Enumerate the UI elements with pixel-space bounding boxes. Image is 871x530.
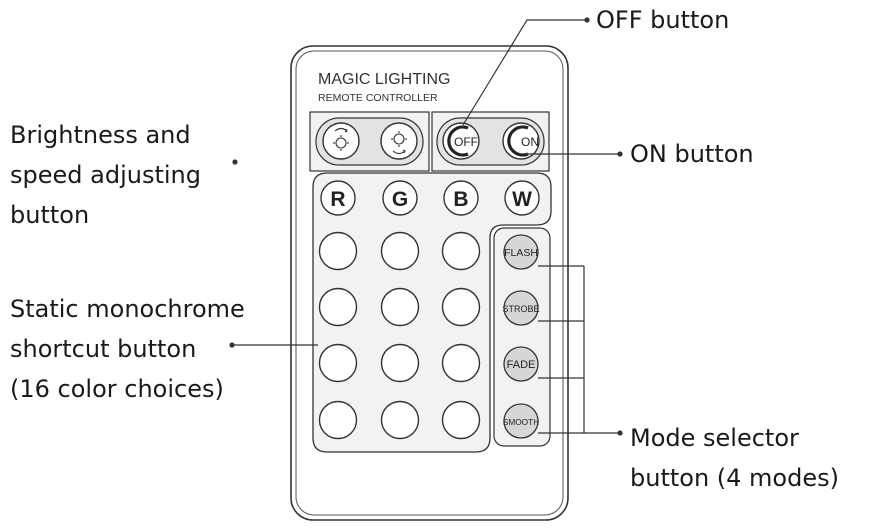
brightness-up-button[interactable]	[322, 122, 360, 160]
on-callout-text: ON button	[630, 140, 754, 168]
color-button-8[interactable]	[380, 343, 420, 383]
sun-down-icon	[391, 131, 407, 155]
fade-label: FADE	[507, 359, 536, 371]
color-button-9[interactable]	[441, 343, 481, 383]
brightness-callout-line2: speed adjusting	[10, 161, 201, 189]
smooth-label: SMOOTH	[503, 417, 539, 427]
brightness-leader-dot	[232, 159, 238, 165]
off-label: OFF	[454, 135, 478, 149]
on-button[interactable]: ON	[502, 122, 540, 160]
color-button-11[interactable]	[380, 400, 420, 440]
remote-body-inner	[295, 50, 564, 516]
static-callout-line2: shortcut button	[10, 335, 197, 363]
off-callout: OFF button	[596, 0, 729, 40]
strobe-label: STROBE	[502, 304, 539, 314]
color-button-1[interactable]	[318, 231, 358, 271]
brightness-callout: Brightness and speed adjusting button	[10, 115, 201, 235]
b-label: B	[453, 188, 468, 211]
static-callout: Static monochrome shortcut button (16 co…	[10, 289, 245, 409]
brightness-callout-line3: button	[10, 201, 90, 229]
off-callout-text: OFF button	[596, 6, 730, 34]
static-callout-line3: (16 color choices)	[10, 375, 224, 403]
color-button-6[interactable]	[441, 287, 481, 327]
color-button-7[interactable]	[318, 343, 358, 383]
on-label: ON	[521, 135, 539, 149]
color-button-5[interactable]	[380, 287, 420, 327]
r-button[interactable]: R	[320, 180, 356, 216]
brightness-down-button[interactable]	[380, 122, 418, 160]
mode-leader-dot	[617, 430, 623, 436]
power-arc-icon	[507, 125, 529, 157]
off-leader	[462, 19, 587, 126]
fade-button[interactable]: FADE	[503, 346, 539, 382]
static-callout-line1: Static monochrome	[10, 295, 245, 323]
static-color-grid	[318, 231, 481, 440]
power-arc-icon	[447, 125, 469, 157]
remote-title: MAGIC LIGHTING	[318, 71, 450, 88]
on-callout: ON button	[630, 134, 754, 174]
color-panel	[312, 172, 552, 453]
static-leader-dot	[229, 342, 235, 348]
r-label: R	[330, 188, 345, 211]
color-button-12[interactable]	[441, 400, 481, 440]
mode-callout-line1: Mode selector	[630, 424, 799, 452]
g-button[interactable]: G	[382, 180, 418, 216]
flash-label: FLASH	[504, 247, 538, 259]
brightness-callout-line1: Brightness and	[10, 121, 191, 149]
off-button[interactable]: OFF	[442, 122, 480, 160]
g-label: G	[392, 188, 408, 211]
smooth-button[interactable]: SMOOTH	[503, 403, 539, 439]
color-button-3[interactable]	[441, 231, 481, 271]
sun-up-icon	[333, 127, 349, 151]
w-label: W	[512, 188, 532, 211]
mode-panel	[493, 227, 551, 447]
color-button-10[interactable]	[318, 400, 358, 440]
strobe-button[interactable]: STROBE	[502, 290, 540, 326]
on-leader-dot	[617, 151, 623, 157]
off-leader-dot	[584, 17, 590, 23]
leader-lines	[229, 17, 623, 436]
b-button[interactable]: B	[443, 180, 479, 216]
mode-callout-line2: button (4 modes)	[630, 464, 839, 492]
remote-subtitle: REMOTE CONTROLLER	[318, 92, 438, 104]
w-button[interactable]: W	[504, 180, 540, 216]
mode-callout: Mode selector button (4 modes)	[630, 418, 839, 498]
color-button-4[interactable]	[318, 287, 358, 327]
flash-button[interactable]: FLASH	[503, 234, 539, 270]
color-button-2[interactable]	[380, 231, 420, 271]
rgbw-buttons: R G B W	[320, 180, 540, 216]
